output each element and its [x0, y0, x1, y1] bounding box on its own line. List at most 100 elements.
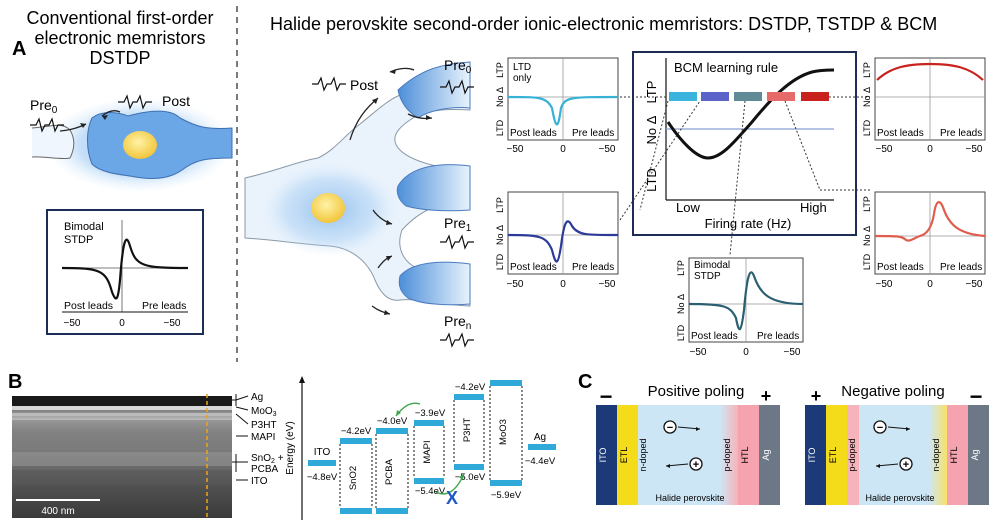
mini3-post-leads: Post leads — [691, 331, 738, 342]
blocked-transfer-mark: X — [446, 488, 458, 508]
band-pcba-top: −4.0eV — [377, 416, 408, 427]
band-ito-energy: −4.8eV — [307, 472, 338, 483]
mini2-ylabel-nodelta: No Δ — [495, 225, 505, 245]
neg-anion-ion: − — [877, 422, 883, 434]
mini1-ylabel-nodelta: No Δ — [495, 87, 505, 107]
layer-pcba: PCBA — [251, 464, 279, 475]
panel-c-letter: C — [578, 371, 592, 393]
neg-layer-htl: HTL — [949, 446, 959, 463]
bimodal-center-title-2: STDP — [694, 271, 721, 282]
band-mapi-label: MAPI — [422, 440, 433, 463]
bcm-x-low: Low — [676, 200, 700, 215]
mini-plot-ltd-only: LTD only Post leads Pre leads LTP No Δ L… — [495, 57, 619, 155]
sem-cross-section-image: 400 nm — [12, 394, 232, 518]
mini4-post-leads: Post leads — [877, 128, 924, 139]
right-post-label: Post — [350, 77, 378, 93]
neg-layer-pdoped: p-doped — [847, 438, 857, 471]
mini3-ylabel-nodelta: No Δ — [676, 294, 686, 314]
mini-plot-triplet: Post leads Pre leads LTP No Δ LTD −50 0 … — [862, 191, 986, 290]
pos-anion-ion: − — [667, 422, 673, 434]
mini2-post-leads: Post leads — [510, 262, 557, 273]
bcm-xlabel: Firing rate (Hz) — [705, 216, 792, 231]
bimodal-left-title-2: STDP — [64, 234, 93, 246]
pos-cation-ion: + — [693, 459, 699, 471]
mini-plot-blue-bimodal: Post leads Pre leads LTP No Δ LTD −50 0 … — [495, 191, 619, 290]
bcm-connectors — [619, 96, 870, 256]
band-pcba-label: PCBA — [384, 458, 395, 485]
mini-plot-bimodal-center: Bimodal STDP Post leads Pre leads LTP No… — [676, 257, 804, 358]
bcm-ylabel-nodelta: No Δ — [644, 115, 659, 144]
mini5-tick-3: −50 — [966, 279, 983, 290]
mini3-ylabel-ltp: LTP — [676, 260, 686, 276]
mini5-tick-1: −50 — [876, 279, 893, 290]
band-ag-energy: −4.4eV — [525, 456, 556, 467]
right-pre0-label: Pre0 — [444, 57, 472, 76]
mini1-tick-2: 0 — [560, 144, 566, 155]
neg-layer-ito: ITO — [807, 448, 817, 463]
mini1-pre-leads: Pre leads — [572, 128, 614, 139]
mini2-ylabel-ltd: LTD — [495, 253, 505, 270]
bimodal-left-title-1: Bimodal — [64, 221, 104, 233]
bimodal-left-pre-leads: Pre leads — [142, 300, 186, 312]
layer-mapi: MAPI — [251, 432, 275, 443]
right-pren-label: Pren — [444, 313, 471, 332]
ltd-only-label-2: only — [513, 73, 531, 84]
band-mapi-bot: −5.4eV — [415, 486, 446, 497]
mini1-ylabel-ltp: LTP — [495, 62, 505, 78]
layer-sno2: SnO2 + — [251, 453, 284, 465]
mini5-ylabel-ltp: LTP — [862, 196, 872, 212]
bcm-x-high: High — [800, 200, 827, 215]
layer-p3ht: P3HT — [251, 420, 277, 431]
right-title: Halide perovskite second-order ionic-ele… — [270, 14, 937, 34]
band-p3ht-bot: −5.0eV — [455, 472, 486, 483]
sem-scalebar: 400 nm — [41, 506, 74, 517]
mini4-ylabel-ltd: LTD — [862, 119, 872, 136]
spike-train-post-left — [118, 94, 152, 110]
energy-band-diagram: Energy (eV) ITO −4.8eV −4.2eV SnO2 −4.0e… — [285, 376, 556, 520]
mini4-ylabel-nodelta: No Δ — [862, 87, 872, 107]
mini1-tick-3: −50 — [599, 144, 616, 155]
mini3-ylabel-ltd: LTD — [676, 324, 686, 341]
mini2-tick-3: −50 — [599, 279, 616, 290]
mini5-ylabel-nodelta: No Δ — [862, 226, 872, 246]
bcm-swatch-3 — [734, 92, 762, 101]
mini1-post-leads: Post leads — [510, 128, 557, 139]
neg-layer-etl: ETL — [828, 447, 838, 464]
bcm-ylabel-ltp: LTP — [644, 81, 659, 104]
mini4-pre-leads: Pre leads — [940, 128, 982, 139]
pos-layer-ndoped: n-doped — [638, 438, 648, 471]
mini4-tick-2: 0 — [927, 144, 933, 155]
band-ito-label: ITO — [314, 447, 331, 458]
pos-layer-pdoped: p-doped — [722, 438, 732, 471]
bcm-swatch-2 — [701, 92, 729, 101]
mini5-post-leads: Post leads — [877, 262, 924, 273]
mini1-tick-1: −50 — [507, 144, 524, 155]
mini3-pre-leads: Pre leads — [757, 331, 799, 342]
pos-layer-etl: ETL — [619, 447, 629, 464]
bimodal-left-tick-2: 0 — [119, 318, 125, 329]
mini2-tick-1: −50 — [507, 279, 524, 290]
bimodal-left-tick-3: −50 — [164, 318, 181, 329]
mini5-pre-leads: Pre leads — [940, 262, 982, 273]
bcm-swatch-4 — [767, 92, 795, 101]
positive-poling-device: Positive poling − + ITO ETL n-doped p-do… — [596, 383, 780, 505]
pos-layer-htl: HTL — [740, 446, 750, 463]
spike-train-pre0-left — [30, 117, 64, 133]
band-sno-top: −4.2eV — [341, 426, 372, 437]
bcm-swatch-5 — [801, 92, 829, 101]
negative-right-sign: − — [970, 384, 983, 409]
positive-title: Positive poling — [648, 383, 745, 400]
bcm-learning-rule-box: BCM learning rule LTP No Δ LTD Low High … — [632, 51, 857, 236]
spike-train-post-right — [312, 76, 346, 92]
neg-layer-ag: Ag — [970, 449, 980, 460]
spike-train-pren — [440, 332, 474, 348]
mini5-ylabel-ltd: LTD — [862, 253, 872, 270]
mini3-tick-1: −50 — [690, 347, 707, 358]
mini4-tick-1: −50 — [876, 144, 893, 155]
left-pre0-label: Pre0 — [30, 97, 58, 116]
band-ag-label: Ag — [534, 432, 546, 443]
neg-cation-ion: + — [903, 459, 909, 471]
band-p3ht-top: −4.2eV — [455, 382, 486, 393]
right-multi-synapse-diagram — [244, 61, 471, 315]
